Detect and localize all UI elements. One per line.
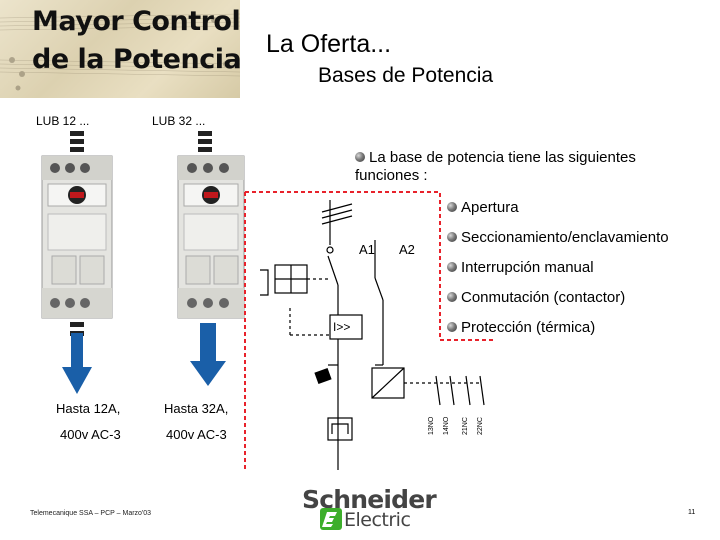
slide-subtitle: Bases de Potencia	[318, 64, 494, 87]
schneider-logo-icon	[320, 508, 342, 530]
intro-line2: funciones :	[355, 167, 428, 184]
arrow-down-icon	[190, 323, 226, 386]
bullet-icon	[355, 152, 365, 163]
function-item-proteccion: Protección (térmica)	[447, 319, 595, 337]
logo-sub: Electric	[344, 509, 411, 531]
protection-symbol-label: I>>	[333, 320, 351, 334]
product-model-1: LUB 12 ...	[36, 114, 90, 128]
bullet-icon	[447, 322, 457, 333]
contact-label-22nc: 22NC	[477, 417, 484, 435]
lub12-device	[41, 131, 113, 336]
contact-label-14no: 14NO	[443, 416, 450, 435]
bullet-icon	[447, 202, 457, 213]
terminal-a1-label: A1	[359, 242, 375, 257]
page-number: 11	[688, 509, 696, 516]
product-voltage-2: 400v AC-3	[166, 427, 227, 442]
product-rating-2: Hasta 32A,	[164, 401, 229, 416]
footer-text: Telemecanique SSA – PCP – Marzo'03	[30, 510, 152, 517]
arrow-down-icon	[62, 333, 92, 394]
function-item-conmutacion: Conmutación (contactor)	[447, 289, 625, 307]
lub32-device	[177, 131, 245, 319]
slide-title: La Oferta...	[266, 30, 392, 58]
brand-title-line2: de la Potencia	[32, 44, 242, 75]
intro-text: La base de potencia tiene las siguientes	[355, 149, 636, 167]
product-voltage-1: 400v AC-3	[60, 427, 121, 442]
music-notes-background	[0, 13, 240, 91]
function-item-apertura: Apertura	[447, 199, 519, 217]
function-item-interrupcion: Interrupción manual	[447, 259, 594, 277]
terminal-a2-label: A2	[399, 242, 415, 257]
product-rating-1: Hasta 12A,	[56, 401, 121, 416]
product-model-2: LUB 32 ...	[152, 114, 206, 128]
bullet-icon	[447, 292, 457, 303]
contact-label-21nc: 21NC	[462, 417, 469, 435]
brand-header	[0, 0, 240, 98]
bullet-icon	[447, 232, 457, 243]
contact-label-13no: 13NO	[428, 416, 435, 435]
intro-line1: La base de potencia tiene las siguientes	[369, 149, 636, 166]
product-images	[41, 131, 245, 394]
bullet-icon	[447, 262, 457, 273]
power-base-circuit-diagram	[244, 191, 495, 470]
brand-title-line1: Mayor Control	[32, 6, 241, 37]
function-item-seccionamiento: Seccionamiento/enclavamiento	[447, 229, 669, 247]
